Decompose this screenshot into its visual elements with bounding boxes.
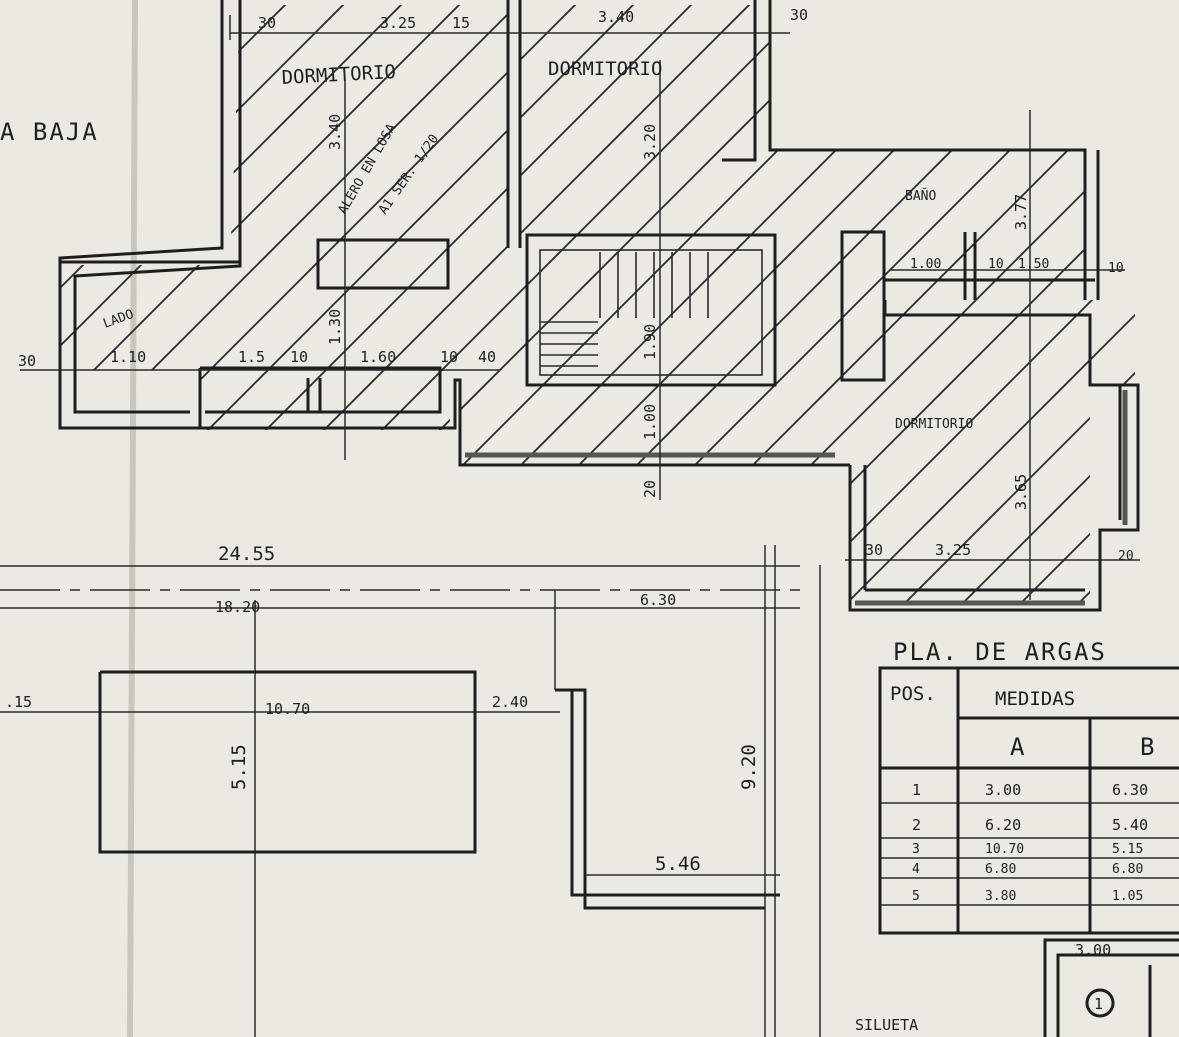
table-cell-a: 6.20	[985, 816, 1021, 834]
table-cell-b: 5.15	[1112, 842, 1143, 857]
dim-300-small: 3.00	[1075, 941, 1111, 959]
dim-10-b: 10	[440, 348, 458, 366]
hatch-line	[60, 5, 407, 605]
dim-total-2455: 24.55	[218, 543, 275, 565]
dim-190-vert: 1.90	[641, 324, 659, 360]
dim-30-left: 30	[18, 352, 36, 370]
dim-10-bath-right: 10	[1108, 261, 1124, 276]
dim-515: 5.15	[228, 744, 250, 790]
table-title: PLA. DE ARGAS	[893, 638, 1107, 666]
table-cell-b: 5.40	[1112, 816, 1148, 834]
dim-10-bath: 10	[988, 257, 1004, 272]
hatch-line	[227, 5, 929, 605]
silueta-label: SILUETA	[855, 1016, 918, 1034]
dim-320-vert: 3.20	[641, 124, 659, 160]
hatch-pattern	[0, 0, 1179, 700]
table-cell-pos: 2	[912, 816, 921, 834]
dim-20-low: 20	[1118, 549, 1134, 564]
hatch-line	[807, 5, 1135, 605]
hatch-line	[60, 5, 465, 605]
dim-100-bath: 1.00	[910, 257, 941, 272]
hatch-line	[0, 0, 58, 700]
dim-100-vert: 1.00	[641, 404, 659, 440]
dim-40: 40	[478, 348, 496, 366]
hatch-line	[60, 5, 117, 605]
dim-20-vert: 20	[641, 480, 659, 498]
hatch-line	[459, 5, 1135, 605]
table-header-pos: POS.	[890, 683, 936, 705]
plan-labels: A BAJA DORMITORIO DORMITORIO DORMITORIO …	[0, 6, 1134, 1034]
dim-377-vert: 3.77	[1012, 194, 1030, 230]
hatch-line	[60, 5, 697, 605]
hatch-line	[60, 5, 581, 605]
table-cell-a: 6.80	[985, 862, 1016, 877]
dim-30-top-left: 30	[258, 14, 276, 32]
room-label-dormitorio-2: DORMITORIO	[548, 58, 662, 80]
hatch-line	[60, 5, 639, 605]
position-marker-circle	[1085, 988, 1115, 1018]
table-cell-b: 6.30	[1112, 781, 1148, 799]
dim-240: 2.40	[492, 693, 528, 711]
dim-546: 5.46	[655, 853, 701, 875]
hatch-line	[1097, 5, 1135, 605]
hatch-line	[1039, 5, 1135, 605]
argas-table: PLA. DE ARGAS POS. MEDIDAS A B 1 3.00 6.30…	[878, 638, 1179, 1037]
hatch-line	[60, 5, 523, 605]
dim-15-mid: 1.5	[238, 348, 265, 366]
dimension-lines	[0, 15, 1140, 1037]
dim-920: 9.20	[738, 744, 760, 790]
dim-340-top: 3.40	[598, 8, 634, 26]
dim-10-mid: 10	[290, 348, 308, 366]
table-header-medidas: MEDIDAS	[995, 688, 1075, 710]
table-col-a: A	[1010, 733, 1026, 761]
table-cell-pos: 1	[912, 781, 921, 799]
hatch-line	[981, 5, 1135, 605]
dim-130-vert: 1.30	[326, 309, 344, 345]
table-cell-pos: 3	[912, 842, 920, 857]
room-label-dormitorio-3: DORMITORIO	[895, 417, 973, 432]
room-label-bano: BAÑO	[905, 188, 936, 204]
dim-total-630: 6.30	[640, 591, 676, 609]
table-cell-pos: 5	[912, 889, 920, 904]
dim-325-low: 3.25	[935, 541, 971, 559]
hatch-line	[60, 5, 175, 605]
dim-15-top: 15	[452, 14, 470, 32]
dim-total-1820: 18.20	[215, 598, 260, 616]
table-col-b: B	[1140, 733, 1156, 761]
table-cell-b: 1.05	[1112, 889, 1143, 904]
dim-160: 1.60	[360, 348, 396, 366]
hatch-line	[923, 5, 1135, 605]
dim-325-top: 3.25	[380, 14, 416, 32]
walls	[58, 0, 1140, 612]
dim-150-bath: 1.50	[1018, 257, 1049, 272]
dim-365-vert: 3.65	[1012, 474, 1030, 510]
dim-340-vert: 3.40	[326, 114, 344, 150]
hatch-line	[865, 5, 1135, 605]
table-cell-pos: 4	[912, 862, 920, 877]
paper-fold	[127, 0, 138, 1037]
hatch-line	[111, 5, 813, 605]
table-cell-a: 3.00	[985, 781, 1021, 799]
dim-110: 1.10	[110, 348, 146, 366]
table-cell-b: 6.80	[1112, 862, 1143, 877]
planta-label: A BAJA	[0, 118, 99, 146]
position-marker-number: 1	[1094, 995, 1103, 1013]
dim-30-low: 30	[865, 541, 883, 559]
table-cell-a: 3.80	[985, 889, 1016, 904]
hatch-line	[1156, 0, 1179, 700]
stair-steps	[540, 252, 709, 367]
hatch-line	[633, 5, 1135, 605]
dim-1070: 10.70	[265, 700, 310, 718]
table-cell-a: 10.70	[985, 842, 1024, 857]
dim-15-left: .15	[5, 693, 32, 711]
hatch-line	[749, 5, 1135, 605]
dim-30-top-right: 30	[790, 6, 808, 24]
